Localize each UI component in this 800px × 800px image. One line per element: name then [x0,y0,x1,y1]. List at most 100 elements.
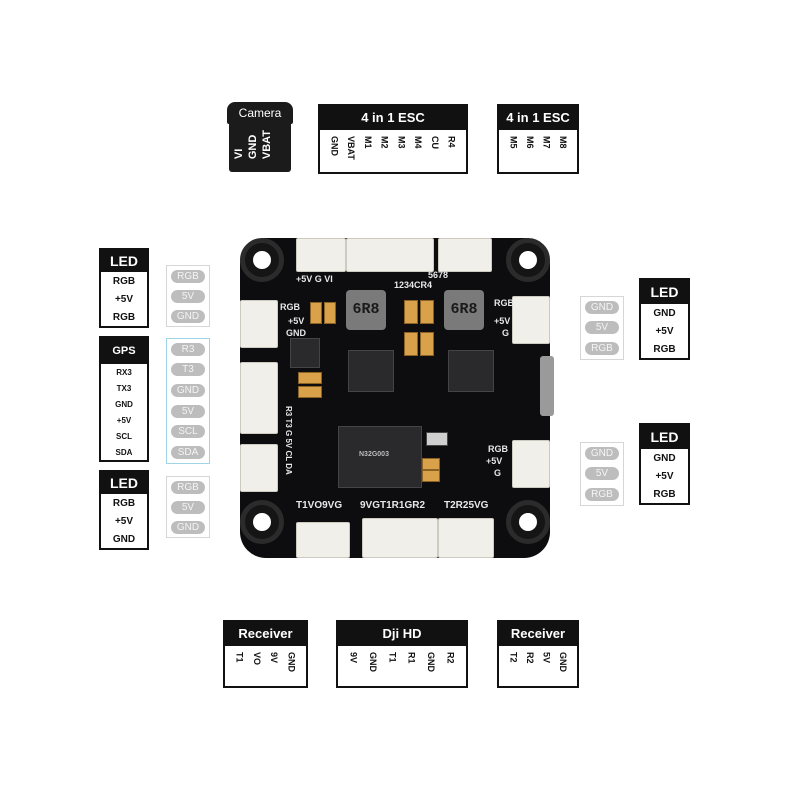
camera-connector-label: Camera VI GND VBAT [227,102,293,172]
pin-pill: 5V [171,500,205,514]
mcu-chip: N32G003 [338,426,422,488]
receiver1-pin: 9V [269,652,280,664]
led-right-top-title: LED [641,280,688,304]
capacitor [422,458,440,470]
gps-pin: TX3 [116,383,132,393]
receiver2-title: Receiver [499,622,577,646]
camera-connector [296,238,346,272]
receiver2-pin: 5V [541,652,552,664]
silk-left-gnd: GND [286,328,306,338]
pin-pill: RGB [585,488,619,502]
mount-hole-icon [506,238,550,282]
capacitor [298,386,322,398]
led-right-bottom-pills: GND 5V RGB [580,442,624,506]
led-pin: RGB [112,497,136,509]
led-right-top-pills: GND 5V RGB [580,296,624,360]
silk-mid-g: G [494,468,502,478]
djihd-pins: 9V GND T1 R1 GND R2 [338,646,466,686]
djihd-pin: 9V [348,652,359,664]
receiver1-connector [296,522,350,558]
pin-pill: GND [585,446,619,460]
led-pin: +5V [655,325,674,337]
led-left-top-label-box: LED RGB +5V RGB [99,248,149,328]
led-right-top-pins: GND +5V RGB [641,304,688,358]
led-left-top-title: LED [101,250,147,272]
receiver2-connector [438,518,494,558]
djihd-pin: T1 [387,652,398,663]
led-left-bottom-title: LED [101,472,147,494]
esc1-pin: R4 [446,136,457,148]
esc2-pin: M8 [557,136,568,149]
esc1-pin: M1 [362,136,373,149]
capacitor [422,470,440,482]
silk-right-5v: +5V [494,316,511,326]
pin-pill: RGB [171,480,205,494]
led-left-top-connector [240,300,278,348]
gps-pin: +5V [116,415,132,425]
silk-bottom-left: T1VO9VG [296,500,343,511]
flight-controller-board: 6R8 6R8 N32G003 +5V G VI 1234CR4 5678 RG… [240,238,554,558]
regulator-chip [290,338,320,368]
gps-label-box: GPS RX3 TX3 GND +5V SCL SDA [99,336,149,462]
esc2-label-box: 4 in 1 ESC M5 M6 M7 M8 [497,104,579,174]
esc1-pin: GND [329,136,340,156]
mount-hole-icon [240,238,284,282]
receiver2-pin: T2 [508,652,519,663]
capacitor [298,372,322,384]
pin-pill: GND [585,300,619,314]
silk-mid-5v: +5V [486,456,503,466]
silk-esc: 1234CR4 [394,280,433,290]
pin-pill: GND [171,520,205,534]
djihd-pin: GND [425,652,436,672]
receiver1-pin: T1 [234,652,245,663]
led-pin: +5V [114,515,134,527]
esc1-pin: M3 [396,136,407,149]
esc2-pin: M6 [524,136,535,149]
silk-right-g: G [502,328,510,338]
receiver1-pin: VO [251,652,262,666]
smd-component [426,432,448,446]
esc2-pins: M5 M6 M7 M8 [499,130,577,172]
receiver1-pin: GND [286,652,297,672]
mcu-marking: N32G003 [359,451,389,458]
mount-hole-icon [240,500,284,544]
gps-title: GPS [101,338,147,364]
esc1-pin: M2 [379,136,390,149]
capacitor [404,332,418,356]
pin-pill: R3 [171,342,205,356]
usb-port [540,356,554,416]
receiver2-pin: R2 [524,652,535,664]
inductor-1: 6R8 [346,290,386,330]
led-left-bottom-connector [240,444,278,492]
silk-mid-rgb: RGB [488,444,508,454]
djihd-title: Dji HD [338,622,466,646]
capacitor [404,300,418,324]
silk-camera: +5V G VI [296,274,333,284]
djihd-pin: GND [367,652,378,672]
esc1-connector [346,238,434,272]
led-pin: GND [112,533,136,545]
capacitor [324,302,336,324]
led-pin: GND [653,307,676,319]
pin-pill: SDA [171,446,205,460]
gps-connector [240,362,278,434]
led-left-top-pills: RGB 5V GND [166,265,210,327]
led-pin: RGB [653,343,676,355]
led-right-bottom-title: LED [641,425,688,449]
led-right-bottom-label-box: LED GND +5V RGB [639,423,690,505]
pin-pill: RGB [171,269,205,283]
silk-left-5v: +5V [288,316,305,326]
esc2-pin: M7 [541,136,552,149]
led-right-top-label-box: LED GND +5V RGB [639,278,690,360]
esc1-pins: GND VBAT M1 M2 M3 M4 CU R4 [320,130,466,172]
pin-pill: GND [171,309,205,323]
led-left-top-pins: RGB +5V RGB [101,272,147,326]
esc1-title: 4 in 1 ESC [320,106,466,130]
led-pin: +5V [114,293,134,305]
receiver1-title: Receiver [225,622,306,646]
silk-bottom-right: T2R25VG [444,500,489,511]
inductor-2: 6R8 [444,290,484,330]
pin-pill: 5V [171,289,205,303]
gps-pin: RX3 [116,367,132,377]
silk-bottom-mid: 9VGT1R1GR2 [360,500,426,511]
